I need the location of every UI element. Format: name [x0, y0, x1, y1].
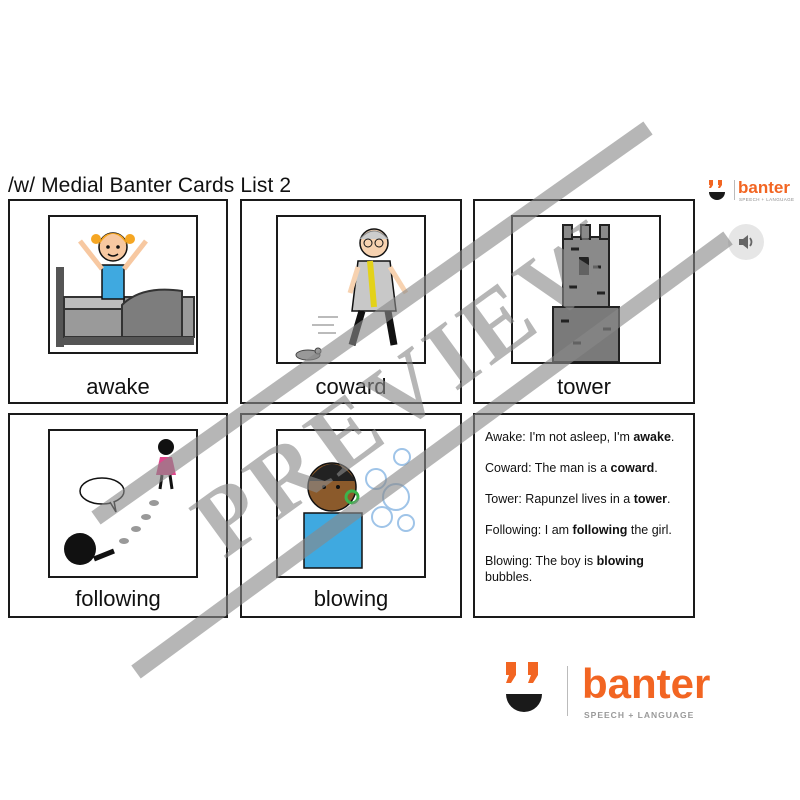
- girl-following-footprints-illustration: [64, 439, 176, 565]
- logo-divider: [734, 180, 735, 200]
- page-title: /w/ Medial Banter Cards List 2: [8, 174, 292, 197]
- card-label: blowing: [313, 586, 389, 611]
- sentence-coward: Coward: The man is a coward.: [485, 460, 658, 475]
- banter-logo-mark-icon: [709, 180, 725, 200]
- card-label: tower: [557, 374, 611, 399]
- card-image-awake: [48, 215, 198, 354]
- brand-tagline: SPEECH + LANGUAGE: [584, 710, 695, 720]
- card-sentences: Awake: I'm not asleep, I'm awake. Coward…: [473, 413, 695, 618]
- brand-name: banter: [738, 178, 790, 197]
- sound-button[interactable]: [728, 224, 764, 260]
- card-label: coward: [315, 374, 387, 399]
- brand-name: banter: [582, 660, 711, 707]
- card-image-tower: [511, 215, 661, 364]
- sentence-list: Awake: I'm not asleep, I'm awake. Coward…: [485, 429, 685, 600]
- card-label: following: [75, 586, 161, 611]
- sentence-awake: Awake: I'm not asleep, I'm awake.: [485, 430, 675, 444]
- card-image-following: [48, 429, 198, 578]
- card-tower: tower: [473, 199, 695, 404]
- stone-tower-illustration: [552, 224, 620, 362]
- girl-waking-in-bed-illustration: [56, 232, 195, 347]
- banter-logo-mark-icon: [506, 662, 542, 712]
- card-label: awake: [86, 374, 150, 399]
- card-image-blowing: [276, 429, 426, 578]
- logo-divider: [567, 666, 568, 716]
- card-coward: coward: [240, 199, 462, 404]
- card-image-coward: [276, 215, 426, 364]
- card-following: following: [8, 413, 228, 618]
- sentence-following: Following: I am following the girl.: [485, 522, 672, 537]
- sentence-blowing: Blowing: The boy is blowing bubbles.: [485, 553, 644, 585]
- man-scared-of-mouse-illustration: [295, 228, 409, 361]
- brand-tagline: SPEECH + LANGUAGE: [739, 197, 795, 202]
- banter-logo-small: banter SPEECH + LANGUAGE: [706, 178, 800, 204]
- banter-logo-large: banter SPEECH + LANGUAGE: [500, 660, 730, 730]
- boy-blowing-bubbles-illustration: [303, 448, 415, 569]
- card-blowing: blowing: [240, 413, 462, 618]
- speaker-icon: [739, 235, 753, 249]
- sentence-tower: Tower: Rapunzel lives in a tower.: [485, 491, 671, 506]
- card-awake: awake: [8, 199, 228, 404]
